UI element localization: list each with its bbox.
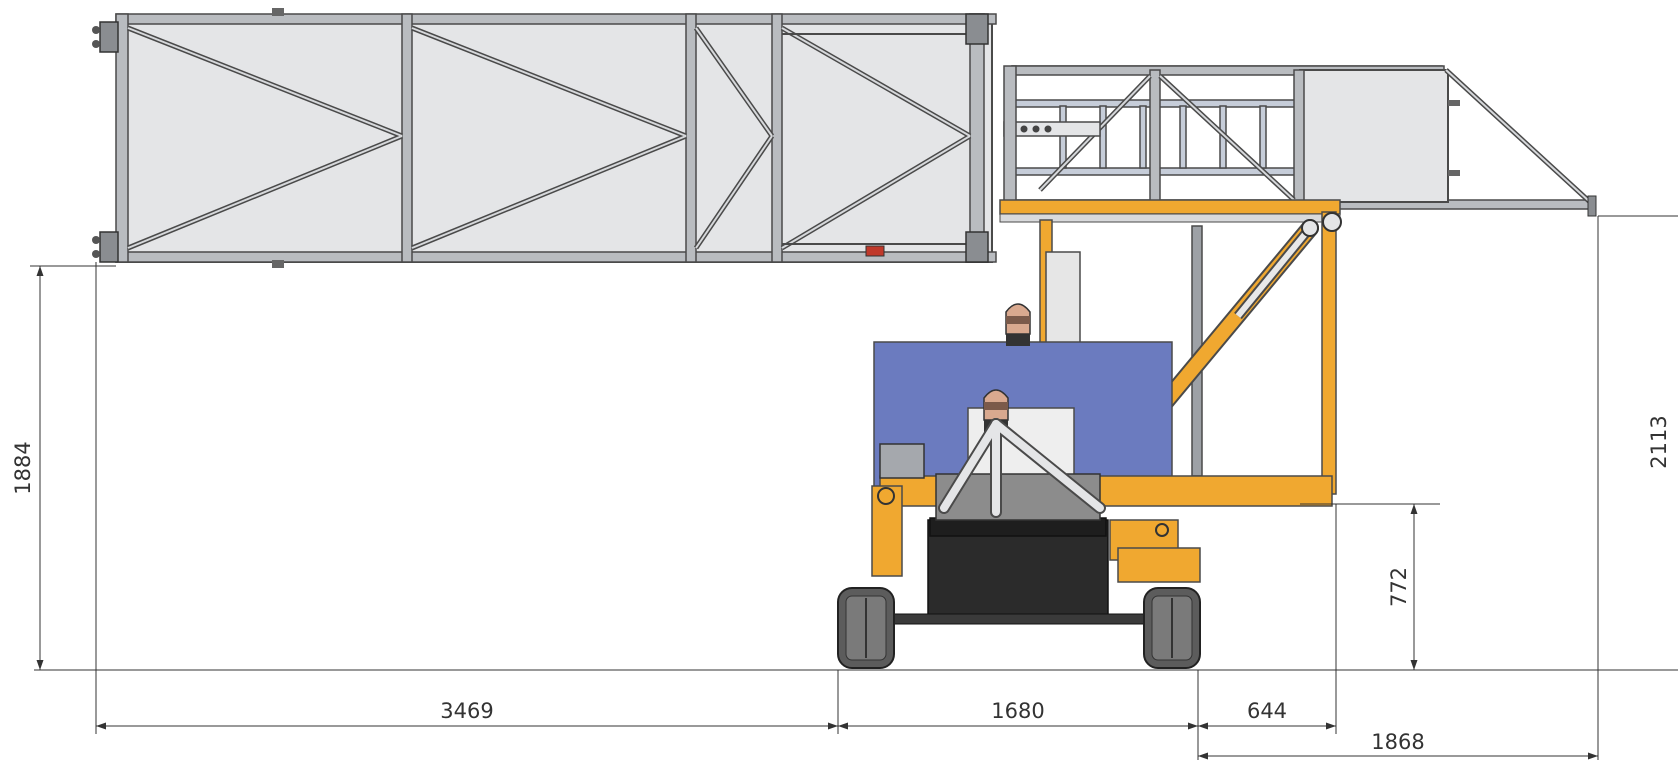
dim-platform-height: 1884 — [11, 441, 35, 494]
dim-track-width: 1680 — [991, 699, 1044, 723]
extension-truss — [1003, 65, 1597, 217]
wheel — [837, 587, 895, 669]
chassis — [877, 418, 1161, 625]
dim-lower-height: 772 — [1387, 567, 1411, 607]
wheel — [1143, 587, 1201, 669]
dim-total-height: 2113 — [1647, 415, 1671, 468]
work-platform-truss — [92, 8, 997, 268]
dim-right-overhang: 1868 — [1371, 730, 1424, 754]
beacon-light-icon — [1005, 303, 1031, 346]
dim-right-offset: 644 — [1247, 699, 1287, 723]
dimension-lines — [30, 215, 1678, 760]
dim-left-overhang: 3469 — [440, 699, 493, 723]
